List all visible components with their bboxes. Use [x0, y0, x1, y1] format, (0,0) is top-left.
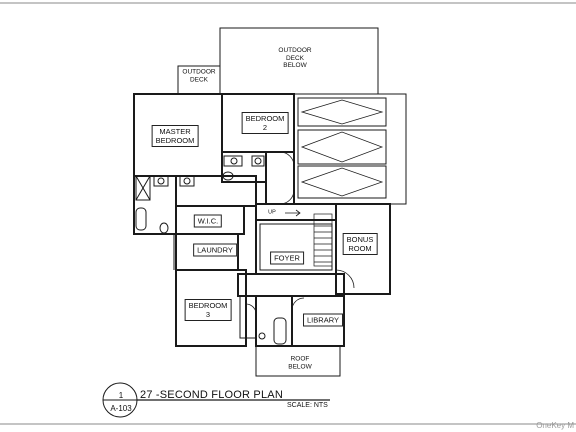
bedroom-3-outline [175, 269, 247, 347]
stair-up-marker: UP [268, 209, 276, 216]
foyer-label: FOYER [270, 251, 304, 265]
wic-label: W.I.C. [193, 214, 223, 228]
detail-number: 1 [118, 391, 124, 400]
lower-hall-outline [237, 273, 345, 297]
roof-below-outline [255, 345, 341, 377]
bedroom-2-label: BEDROOM 2 [241, 112, 289, 134]
roof-area-outline [293, 93, 407, 205]
hall-outline [175, 175, 257, 207]
master-bath-outline [133, 175, 177, 235]
library-label: LIBRARY [303, 313, 343, 327]
watermark-text: OneKey M [536, 421, 574, 430]
roof-pattern [300, 99, 384, 197]
drawing-title: 27 -SECOND FLOOR PLAN [140, 389, 283, 401]
outdoor-deck-below-label: OUTDOOR DECK BELOW [278, 46, 312, 69]
stairs [313, 213, 333, 267]
laundry-label: LAUNDRY [193, 243, 237, 257]
master-bedroom-label: MASTER BEDROOM [151, 125, 199, 147]
bedroom-3-label: BEDROOM 3 [184, 299, 232, 321]
roof-below-label: ROOF BELOW [288, 355, 312, 371]
bonus-room-label: BONUS ROOM [342, 233, 378, 255]
sheet-number: A-103 [110, 404, 132, 413]
outdoor-deck-label: OUTDOOR DECK [182, 68, 216, 84]
drawing-scale: SCALE: NTS [287, 402, 328, 409]
